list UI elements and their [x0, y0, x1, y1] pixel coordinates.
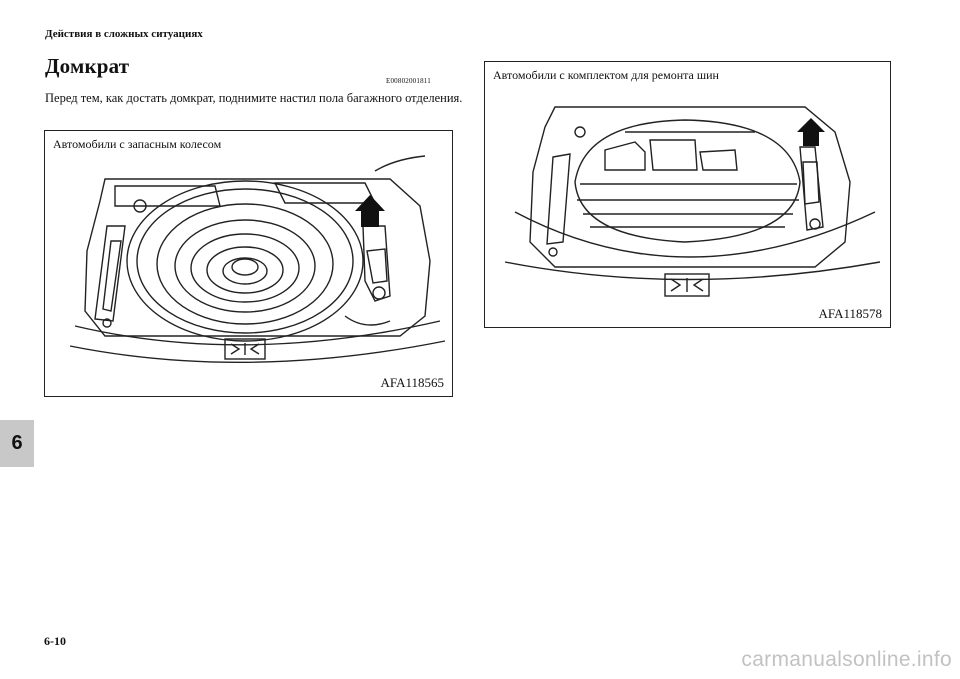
- repair-kit-illustration: [504, 106, 881, 297]
- section-body-text: Перед тем, как достать домкрат, поднимит…: [45, 91, 463, 105]
- lift-arrow-icon: [797, 118, 825, 146]
- figure-spare-wheel: Автомобили с запасным колесом AFA118565: [44, 130, 453, 397]
- figure-caption: Автомобили с запасным колесом: [53, 137, 222, 151]
- running-header: Действия в сложных ситуациях: [45, 28, 203, 40]
- spare-wheel-illustration: [69, 155, 446, 364]
- lift-arrow-icon: [355, 195, 385, 227]
- figure-code: AFA118578: [818, 306, 882, 321]
- section-title: Домкрат: [45, 54, 130, 78]
- figure-caption: Автомобили с комплектом для ремонта шин: [493, 68, 719, 82]
- section-code: E00802001811: [386, 77, 431, 85]
- figure-code: AFA118565: [380, 375, 444, 390]
- page-number: 6-10: [44, 634, 66, 648]
- figure-repair-kit: Автомобили с комплектом для ремонта шин …: [484, 61, 891, 328]
- chapter-tab: 6: [0, 420, 34, 467]
- watermark: carmanualsonline.info: [741, 648, 952, 671]
